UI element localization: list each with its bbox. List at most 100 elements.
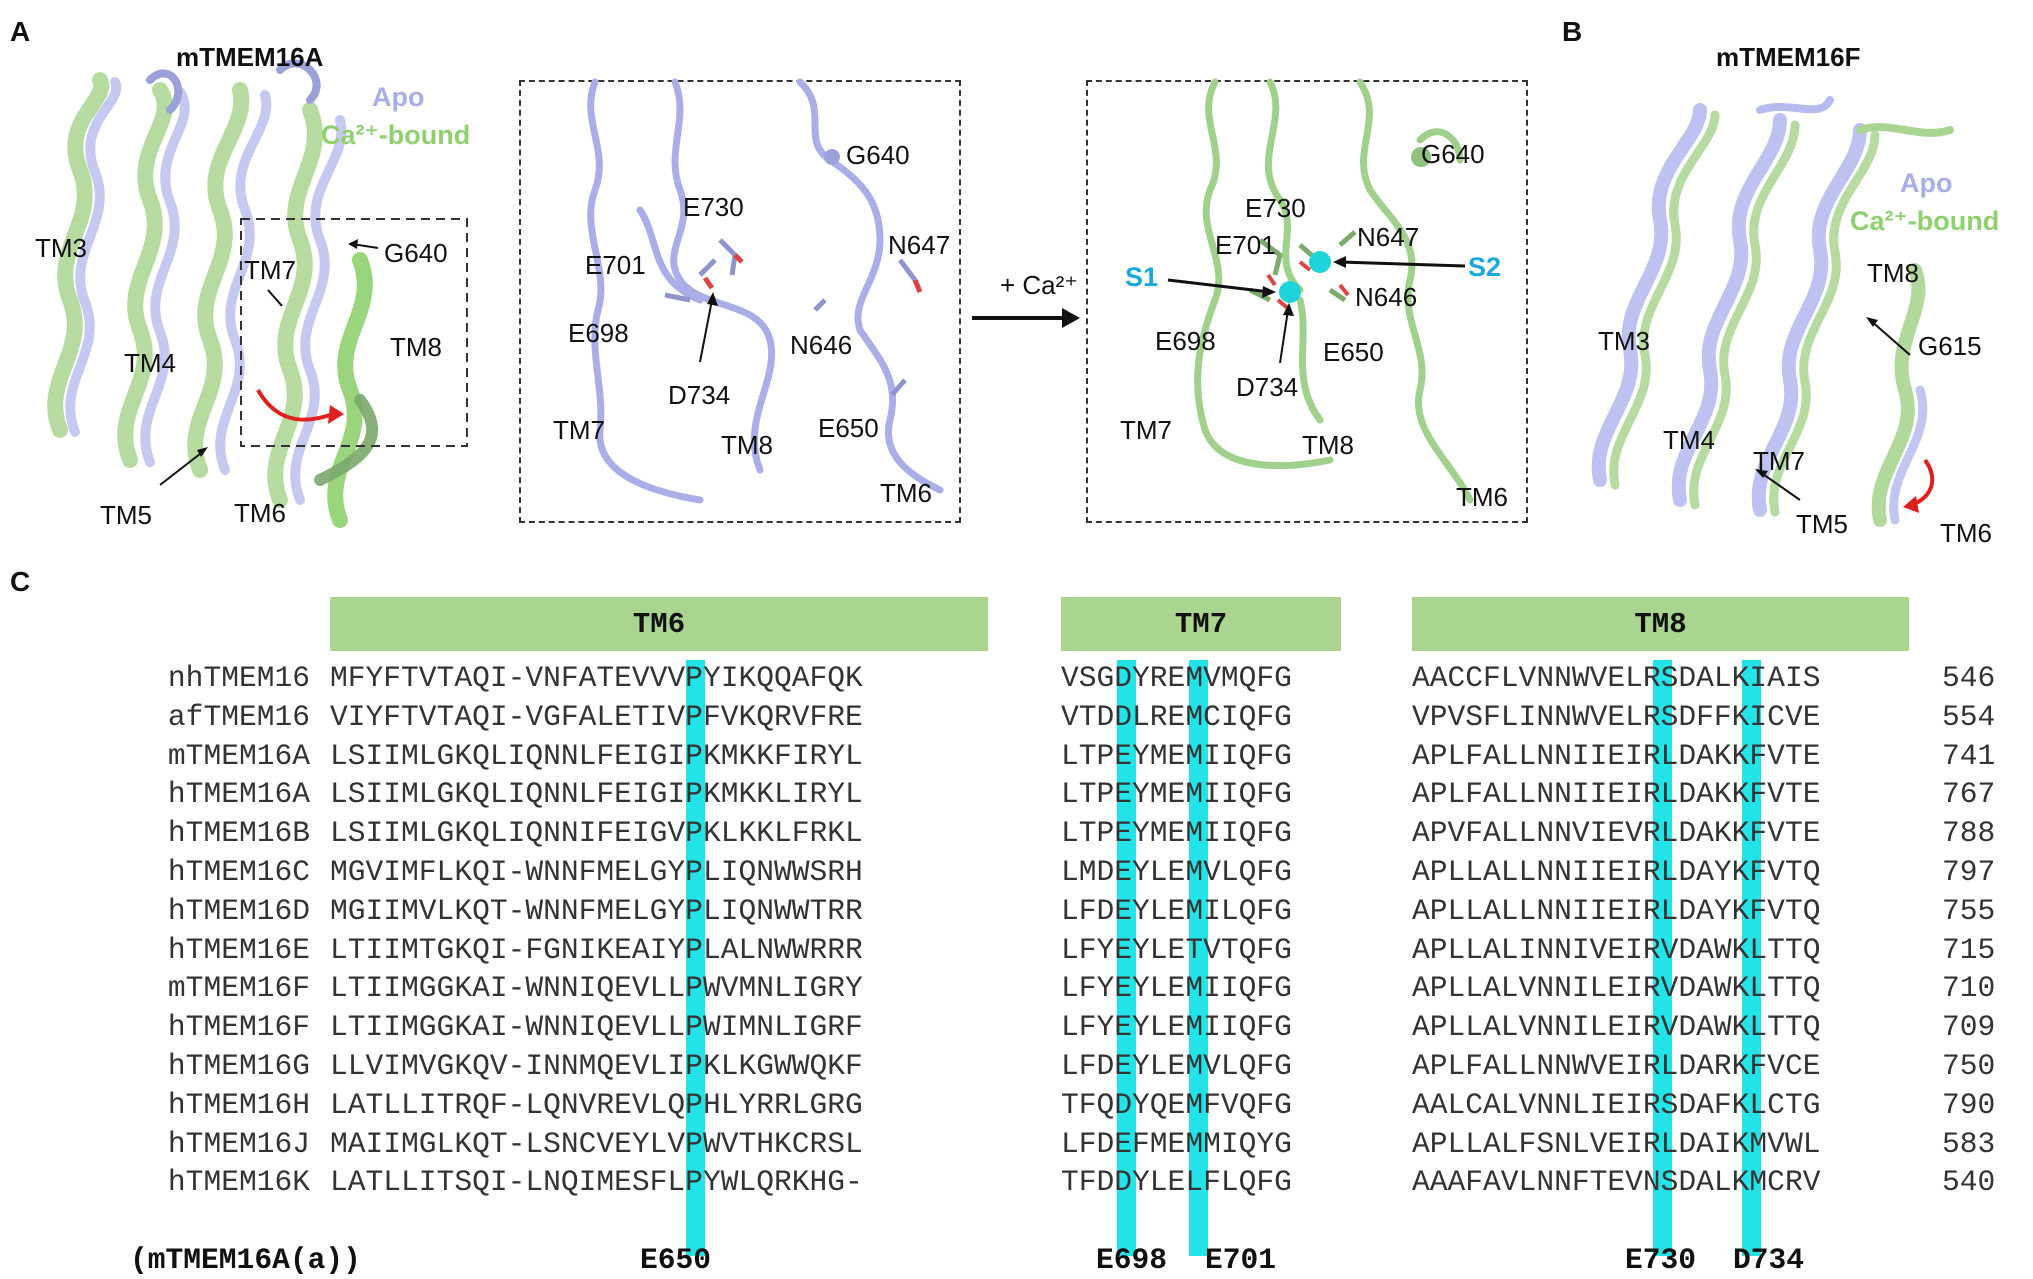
ca-label-e730: E730	[1245, 193, 1306, 223]
sequence-block-tm6: LLVIMVGKQV-INNMQEVLIPKLKGWWQKF	[330, 1049, 863, 1083]
sequence-block-tm6: MFYFTVTAQI-VNFATEVVVPYIKQQAFQK	[330, 661, 863, 695]
ca-label-tm8: TM8	[1302, 430, 1354, 460]
sequence-name: mTMEM16A	[167, 738, 310, 773]
ca-addition-arrow	[972, 308, 1080, 328]
zoom-ca-drawing	[1167, 78, 1474, 504]
sequence-block-tm6: LTIIMGGKAI-WNNIQEVLLPWVMNLIGRY	[330, 971, 863, 1006]
sequence-block-tm7: LMDEYLEMVLQFG	[1061, 855, 1292, 889]
panel-label-a: A	[10, 16, 31, 47]
apo-label-n646: N646	[790, 330, 853, 360]
sequence-block-tm6: LSIIMLGKQLIQNNLFEIGIPKMKKLIRYL	[330, 777, 863, 812]
apo-label-g640: G640	[846, 140, 910, 170]
sequence-block-tm6: LSIIMLGKQLIQNNIFEIGVPKLKKLFRKL	[330, 816, 863, 851]
b-label-tm4: TM4	[1663, 425, 1715, 455]
sequence-name: hTMEM16C	[167, 855, 310, 889]
sequence-block-tm7: LTPEYMEMIIQFG	[1061, 816, 1292, 851]
sequence-name: hTMEM16B	[167, 816, 310, 851]
apo-label-tm6: TM6	[880, 478, 932, 508]
legend-apo: Apo	[372, 82, 425, 112]
sequence-name: mTMEM16F	[167, 971, 310, 1006]
b-label-tm7: TM7	[1753, 446, 1805, 476]
mark-e650: E650	[640, 1243, 712, 1277]
sequence-name: hTMEM16G	[167, 1049, 310, 1083]
apo-label-tm7: TM7	[553, 415, 605, 445]
apo-label-e650: E650	[818, 413, 879, 443]
sequence-block-tm8: APLLALVNNILEIRVDAWKLTTQ	[1412, 1010, 1821, 1045]
reference-label: (mTMEM16A(a))	[130, 1243, 361, 1277]
apo-label-d734: D734	[668, 380, 731, 410]
mark-e730: E730	[1625, 1243, 1697, 1277]
sequence-name: hTMEM16E	[167, 932, 310, 967]
sequence-end-number: 715	[1942, 932, 1996, 967]
highlight-e730-column	[1653, 660, 1672, 1256]
sequence-block-tm7: TFQDYQEMFVQFG	[1061, 1087, 1292, 1122]
sequence-end-number: 755	[1942, 893, 1996, 928]
sequence-name: nhTMEM16	[167, 661, 310, 695]
ca-label-tm6: TM6	[1456, 482, 1508, 512]
panel-label-b: B	[1562, 16, 1583, 47]
label-tm8: TM8	[390, 332, 442, 362]
sequence-end-number: 540	[1942, 1165, 1996, 1200]
sequence-name: hTMEM16K	[167, 1165, 310, 1200]
sequence-end-number: 554	[1942, 699, 1996, 734]
sequence-block-tm8: VPVSFLINNWVELRSDFFKICVE	[1412, 699, 1821, 734]
ca-label-tm7: TM7	[1120, 415, 1172, 445]
ca-label-d734: D734	[1236, 372, 1299, 402]
tm6-header: TM6	[330, 597, 988, 651]
label-tm3: TM3	[35, 233, 87, 263]
sequence-block-tm8: APLFALLNNWVEIRLDARKFVCE	[1412, 1049, 1821, 1083]
b-label-g615: G615	[1918, 331, 1982, 361]
sequence-block-tm7: VSGDYREMVMQFG	[1061, 661, 1292, 695]
sequence-name: afTMEM16	[167, 699, 310, 734]
highlight-e701-column	[1189, 660, 1208, 1256]
sequence-end-number: 790	[1942, 1087, 1996, 1122]
panel-a-title: mTMEM16A	[176, 42, 324, 72]
mtmem16f-ribbon-drawing	[1591, 96, 1954, 527]
sequence-block-tm6: LATLLITSQI-LNQIMESFLPYWLQRKHG-	[330, 1165, 863, 1200]
zoom-apo-box	[519, 80, 961, 523]
sequence-end-number: 710	[1942, 971, 1996, 1006]
tm7-header: TM7	[1061, 597, 1341, 651]
sequence-block-tm6: MAIIMGLKQT-LSNCVEYLVPWVTHKCRSL	[330, 1126, 863, 1161]
sequence-block-tm7: LFDEYLEMVLQFG	[1061, 1049, 1292, 1083]
sequence-block-tm8: AAAFAVLNNFTEVNSDALKMCRV	[1412, 1165, 1821, 1200]
ca-label-s2: S2	[1468, 252, 1502, 282]
ca-label-n647: N647	[1357, 222, 1420, 252]
mtmem16a-ribbon-drawing	[47, 59, 468, 528]
sequence-block-tm7: LFDEFMEMMIQYG	[1061, 1126, 1292, 1161]
sequence-end-number: 750	[1942, 1049, 1996, 1083]
sequence-end-number: 767	[1942, 777, 1996, 812]
sequence-block-tm8: APLFALLNNIIEIRLDAKKFVTE	[1412, 738, 1821, 773]
sequence-end-number: 797	[1942, 855, 1996, 889]
apo-label-tm8: TM8	[721, 430, 773, 460]
apo-label-e701: E701	[585, 250, 646, 280]
sequence-block-tm6: LSIIMLGKQLIQNNLFEIGIPKMKKFIRYL	[330, 738, 863, 773]
ca-label-e698: E698	[1155, 326, 1216, 356]
legend-ca-bound: Ca²⁺-bound	[321, 120, 471, 150]
sequence-block-tm8: APLFALLNNIIEIRLDAKKFVTE	[1412, 777, 1821, 812]
sequence-block-tm8: AALCALVNNLIEIRSDAFKLCTG	[1412, 1087, 1821, 1122]
sequence-block-tm7: LFYEYLEMIIQFG	[1061, 1010, 1292, 1045]
tm8-header: TM8	[1412, 597, 1909, 651]
apo-label-e730: E730	[683, 192, 744, 222]
sequence-block-tm6: LTIIMGGKAI-WNNIQEVLLPWIMNLIGRF	[330, 1010, 863, 1045]
mark-d734: D734	[1733, 1243, 1805, 1277]
sequence-end-number: 546	[1942, 661, 1996, 695]
b-label-tm6: TM6	[1940, 518, 1992, 548]
ca-label-e650: E650	[1323, 337, 1384, 367]
sequence-block-tm8: APVFALLNNVIEVRLDAKKFVTE	[1412, 816, 1821, 851]
sequence-block-tm8: APLLALLNNIIEIRLDAYKFVTQ	[1412, 893, 1821, 928]
ca-label-g640: G640	[1421, 139, 1485, 169]
sequence-block-tm8: APLLALFSNLVEIRLDAIKMVWL	[1412, 1126, 1821, 1161]
sequence-name: hTMEM16F	[167, 1010, 310, 1045]
sequence-block-tm7: LFYEYLEMIIQFG	[1061, 971, 1292, 1006]
sequence-block-tm7: TFDDYLELFLQFG	[1061, 1165, 1292, 1200]
sequence-block-tm7: LTPEYMEMIIQFG	[1061, 777, 1292, 812]
ca-addition-label: + Ca²⁺	[1000, 270, 1079, 300]
sequence-block-tm7: LTPEYMEMIIQFG	[1061, 738, 1292, 773]
ca-label-e701: E701	[1215, 230, 1276, 260]
sequence-block-tm8: APLLALVNNILEIRVDAWKLTTQ	[1412, 971, 1821, 1006]
mark-e701: E701	[1205, 1243, 1277, 1277]
highlight-d734-column	[1742, 660, 1761, 1256]
panel-b-title: mTMEM16F	[1716, 42, 1861, 72]
